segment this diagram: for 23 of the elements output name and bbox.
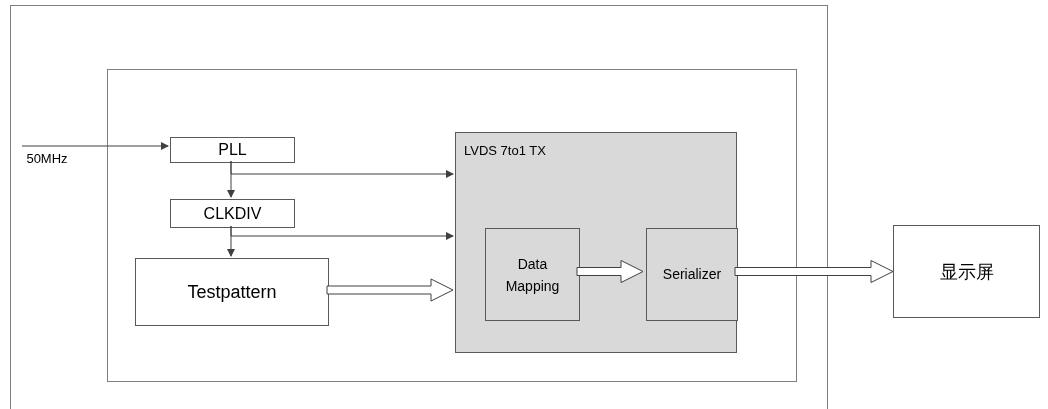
block-label: 50MHz (26, 150, 68, 169)
block-label: LVDS 7to1 TX (464, 142, 546, 160)
signal-arrow (21, 142, 169, 150)
block-label: Serializer (662, 265, 722, 284)
display-block (893, 225, 1040, 318)
block-label: Data Mapping (504, 254, 561, 296)
signal-arrow (227, 225, 235, 257)
lvds-transmitter-block (455, 132, 737, 353)
block-label: CLKDIV (203, 203, 262, 224)
chip-outline (107, 69, 797, 382)
test-pattern-block (135, 258, 329, 326)
pll-block (170, 137, 295, 163)
signal-arrow (227, 160, 235, 198)
bus-arrow (576, 260, 644, 283)
block-label: PLL (218, 140, 247, 160)
block-label: Testpattern (187, 280, 277, 304)
data-mapping-block (485, 228, 580, 321)
bus-arrow (326, 278, 454, 302)
bus-arrow (734, 260, 894, 283)
board-outline (10, 5, 828, 409)
clock-divider-block (170, 199, 295, 228)
block-label: 显示屏 (939, 260, 994, 284)
serializer-block (646, 228, 738, 321)
